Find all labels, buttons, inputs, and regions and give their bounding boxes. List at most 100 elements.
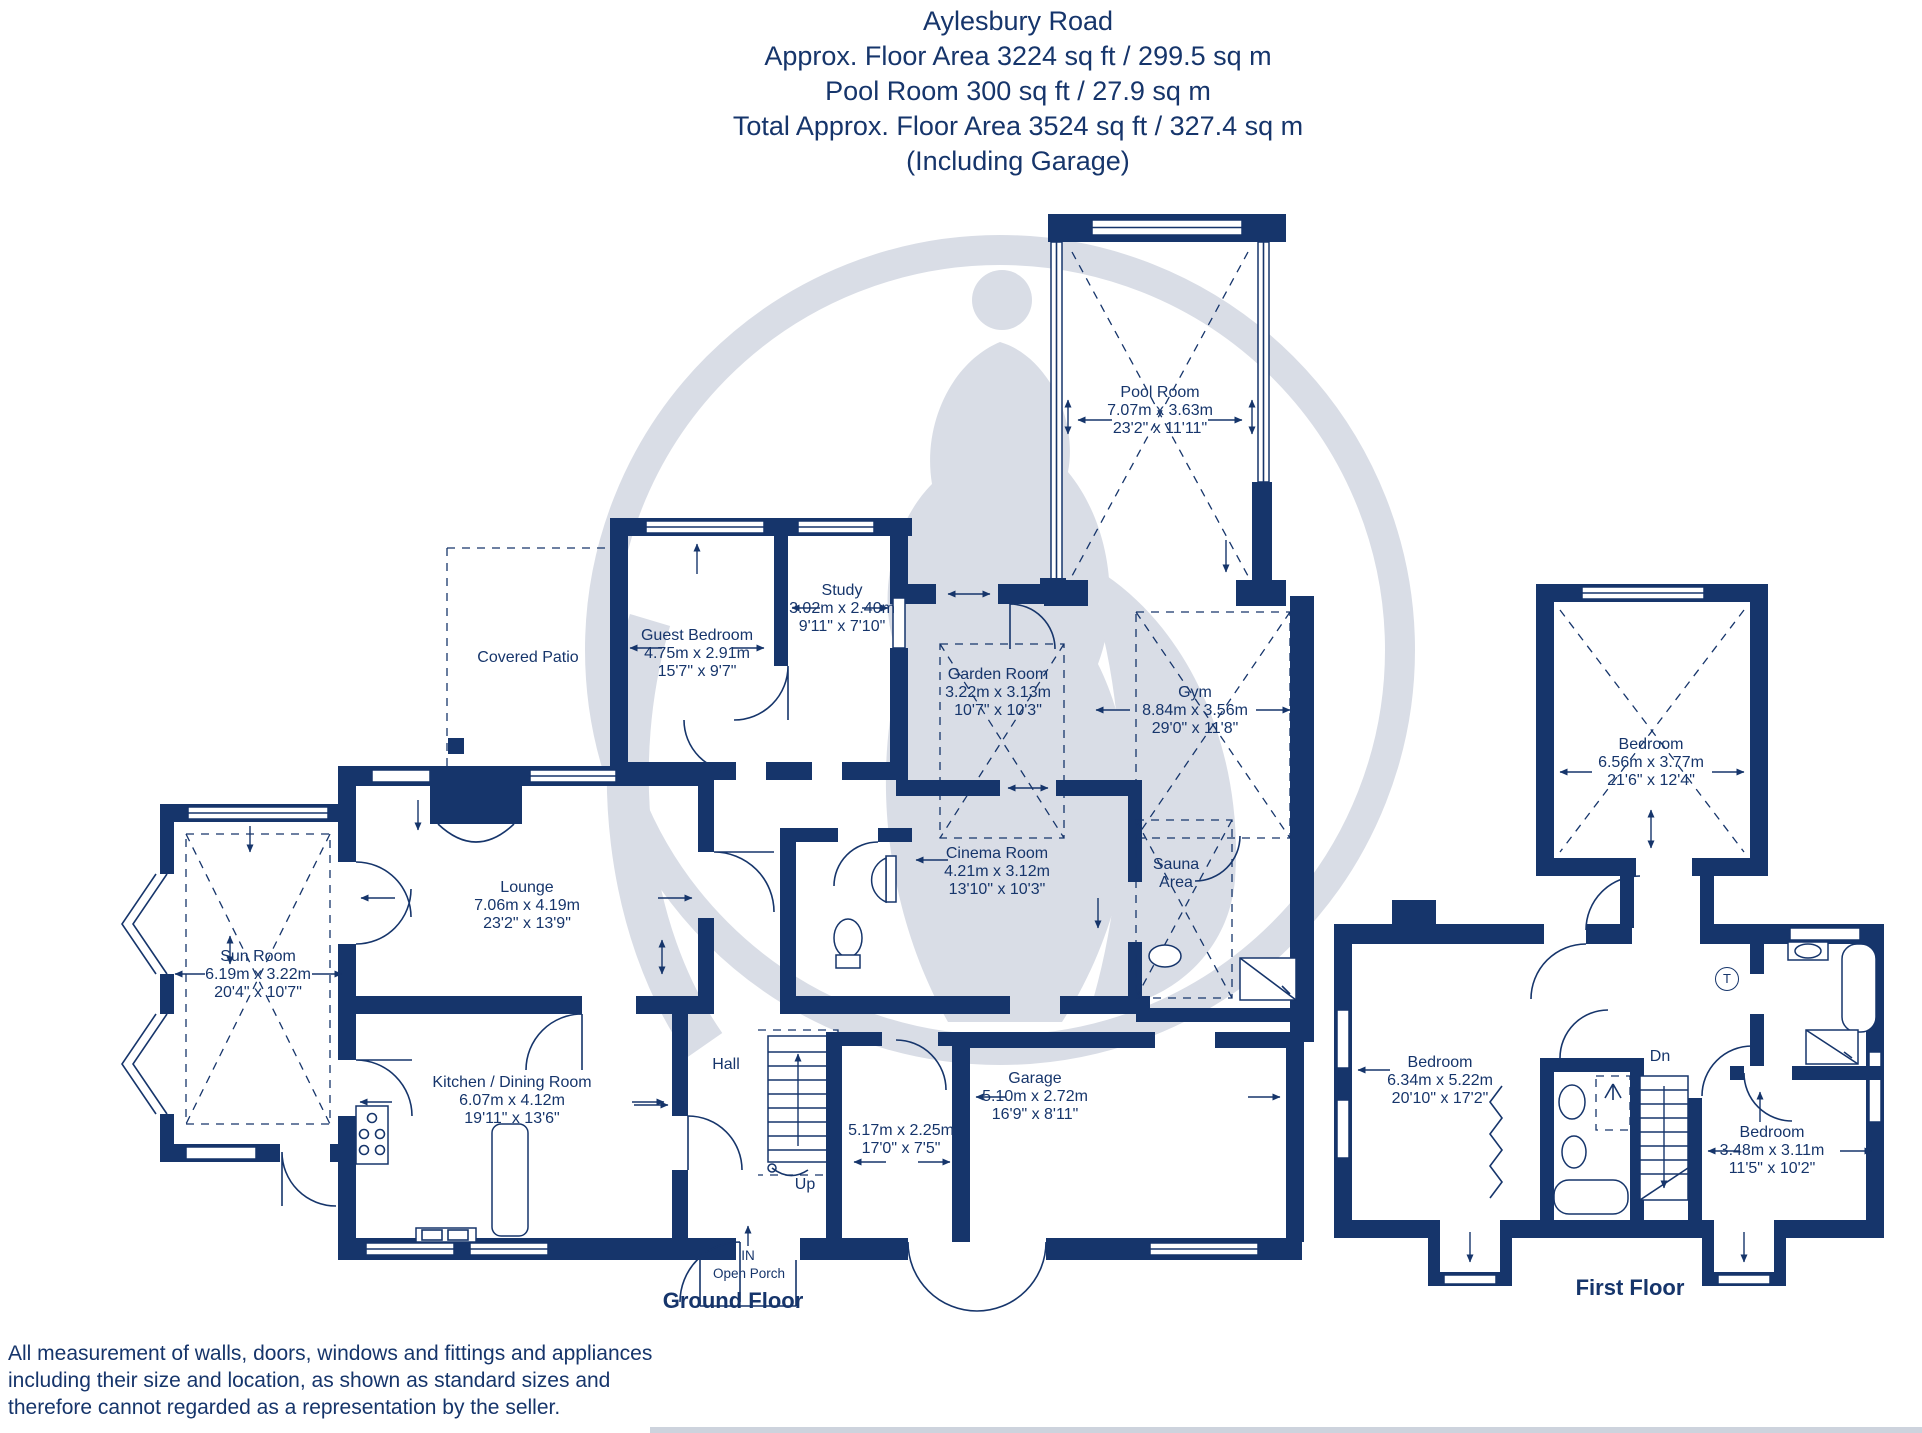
room-label-bedroom-2: Bedroom 6.34m x 5.22m 20'10" x 17'2" bbox=[1387, 1054, 1493, 1108]
disclaimer-line2: including their size and location, as sh… bbox=[8, 1369, 611, 1392]
floor-area-line: Approx. Floor Area 3224 sq ft / 299.5 sq… bbox=[764, 41, 1272, 71]
first-floor-bathroom-structure bbox=[1489, 1009, 1644, 1222]
room-label-gym: Gym 8.84m x 3.56m 29'0" x 11'8" bbox=[1142, 684, 1248, 738]
room-dims-imperial: 19'11" x 13'6" bbox=[464, 1110, 560, 1127]
entrance-in-label: IN bbox=[741, 1248, 755, 1264]
room-name: Gym bbox=[1178, 684, 1212, 701]
bedroom-top-structure bbox=[1536, 584, 1768, 931]
room-dims-imperial: 13'10" x 10'3" bbox=[948, 881, 1046, 898]
cinema-room-structure bbox=[780, 780, 1150, 1014]
room-name: Sun Room bbox=[220, 948, 296, 965]
room-name: Bedroom bbox=[1407, 1054, 1473, 1071]
room-dims-imperial: 20'10" x 17'2" bbox=[1391, 1090, 1489, 1107]
room-dims-metric: 7.07m x 3.63m bbox=[1107, 402, 1213, 419]
ground-floor-plan bbox=[121, 214, 1314, 1312]
shower-head-icon bbox=[1595, 1075, 1631, 1131]
bathroom-toilet-icon bbox=[1561, 1135, 1587, 1169]
room-dims-imperial: 11'5" x 10'2" bbox=[1728, 1160, 1816, 1177]
disclaimer-line3: therefore cannot regarded as a represent… bbox=[8, 1396, 561, 1419]
room-dims-metric: 5.10m x 2.72m bbox=[982, 1088, 1088, 1105]
room-name: Pool Room bbox=[1120, 384, 1200, 401]
room-name: Bedroom bbox=[1618, 736, 1684, 753]
room-label-study: Study 3.02m x 2.40m 9'11" x 7'10" bbox=[789, 582, 895, 636]
covered-patio-label: Covered Patio bbox=[477, 649, 579, 666]
in-label: IN bbox=[741, 1248, 755, 1263]
room-dims-imperial: 23'2" x 13'9" bbox=[483, 915, 571, 932]
room-name: Garden Room bbox=[947, 666, 1049, 683]
pool-area-line: Pool Room 300 sq ft / 27.9 sq m bbox=[825, 76, 1211, 106]
thermostat-badge: T bbox=[1715, 967, 1739, 991]
sun-room-structure bbox=[121, 804, 356, 1207]
dn-label: Dn bbox=[1649, 1048, 1671, 1065]
hall-stairs-structure bbox=[634, 1029, 1047, 1312]
up-label: Up bbox=[794, 1176, 816, 1193]
total-area-line: Total Approx. Floor Area 3524 sq ft / 32… bbox=[732, 111, 1304, 141]
room-label-lounge: Lounge 7.06m x 4.19m 23'2" x 13'9" bbox=[474, 879, 580, 933]
room-name: Guest Bedroom bbox=[640, 627, 754, 644]
room-dims-metric: 4.75m x 2.91m bbox=[644, 645, 750, 662]
hall-label: Hall bbox=[712, 1056, 740, 1073]
room-label-pool-room: Pool Room 7.07m x 3.63m 23'2" x 11'11" bbox=[1107, 384, 1213, 438]
ensuite-bath-icon bbox=[1841, 943, 1877, 1033]
room-dims-imperial: 9'11" x 7'10" bbox=[798, 618, 886, 635]
kitchen-structure bbox=[338, 996, 743, 1260]
wc-sink-icon bbox=[870, 855, 897, 904]
title-block: Aylesbury Road Approx. Floor Area 3224 s… bbox=[733, 4, 1303, 179]
room-label-rear-lobby: 5.17m x 2.25m 17'0" x 7'5" bbox=[848, 1122, 954, 1158]
room-dims-metric: 3.02m x 2.40m bbox=[789, 600, 895, 617]
room-dims-metric: 5.17m x 2.25m bbox=[848, 1122, 954, 1139]
stairs-down-structure bbox=[1639, 1045, 1753, 1222]
room-dims-metric: 3.22m x 3.13m bbox=[945, 684, 1051, 701]
toilet-icon bbox=[833, 918, 863, 969]
room-dims-imperial: 10'7" x 10'3" bbox=[954, 702, 1042, 719]
property-title: Aylesbury Road bbox=[922, 6, 1114, 36]
shower-icon bbox=[1239, 957, 1297, 1001]
porch-label: Open Porch bbox=[712, 1266, 786, 1281]
covered-patio-structure bbox=[446, 547, 610, 766]
first-floor-plan bbox=[1334, 584, 1884, 1286]
horizontal-scrollbar[interactable] bbox=[650, 1427, 1922, 1433]
room-label-sauna-area: Sauna Area bbox=[1153, 856, 1199, 892]
room-dims-imperial: 17'0" x 7'5" bbox=[861, 1140, 941, 1157]
room-name: Garage bbox=[1008, 1070, 1062, 1087]
sauna-structure bbox=[1135, 819, 1297, 1022]
room-dims-metric: 6.19m x 3.22m bbox=[205, 966, 311, 983]
room-dims-imperial: 20'4" x 10'7" bbox=[214, 984, 302, 1001]
room-dims-metric: 7.06m x 4.19m bbox=[474, 897, 580, 914]
room-label-bedroom-3: Bedroom 3.48m x 3.11m 11'5" x 10'2" bbox=[1720, 1124, 1825, 1178]
room-label-cinema-room: Cinema Room 4.21m x 3.12m 13'10" x 10'3" bbox=[944, 845, 1050, 899]
watermark-logo bbox=[585, 235, 1415, 1065]
hob-icon bbox=[355, 1105, 389, 1165]
disclaimer-line1: All measurement of walls, doors, windows… bbox=[8, 1342, 653, 1365]
first-floor-title: First Floor bbox=[1575, 1275, 1685, 1300]
garage-structure bbox=[952, 1032, 1304, 1260]
room-dims-imperial: 29'0" x 11'8" bbox=[1151, 720, 1239, 737]
room-dims-metric: 8.84m x 3.56m bbox=[1142, 702, 1248, 719]
stairs-up-label: Up bbox=[795, 1176, 815, 1194]
room-label-hall: Hall bbox=[712, 1056, 740, 1074]
stairs-down-label: Dn bbox=[1650, 1048, 1670, 1066]
room-name: Study bbox=[821, 582, 863, 599]
ensuite-sink-icon bbox=[1787, 941, 1829, 961]
room-label-covered-patio: Covered Patio bbox=[477, 649, 578, 667]
room-label-garden-room: Garden Room 3.22m x 3.13m 10'7" x 10'3" bbox=[945, 666, 1051, 720]
ensuite-structure bbox=[1707, 924, 1884, 1155]
room-dims-imperial: 21'6" x 12'4" bbox=[1607, 772, 1695, 789]
bath-icon bbox=[1553, 1179, 1629, 1215]
room-dims-imperial: 23'2" x 11'11" bbox=[1112, 420, 1208, 437]
room-dims-imperial: 15'7" x 9'7" bbox=[657, 663, 737, 680]
room-label-sun-room: Sun Room 6.19m x 3.22m 20'4" x 10'7" bbox=[205, 948, 311, 1002]
sauna-label-line2: Area bbox=[1159, 874, 1193, 891]
open-porch-label: Open Porch bbox=[713, 1266, 785, 1282]
room-dims-imperial: 16'9" x 8'11" bbox=[991, 1106, 1079, 1123]
room-name: Cinema Room bbox=[945, 845, 1049, 862]
room-label-bedroom-1: Bedroom 6.56m x 3.77m 21'6" x 12'4" bbox=[1598, 736, 1704, 790]
sink-icon bbox=[415, 1227, 477, 1243]
room-name: Bedroom bbox=[1739, 1124, 1805, 1141]
ground-floor-title: Ground Floor bbox=[662, 1288, 804, 1313]
room-dims-metric: 6.34m x 5.22m bbox=[1387, 1072, 1493, 1089]
room-dims-metric: 3.48m x 3.11m bbox=[1719, 1142, 1825, 1159]
basin-icon bbox=[1148, 944, 1182, 968]
